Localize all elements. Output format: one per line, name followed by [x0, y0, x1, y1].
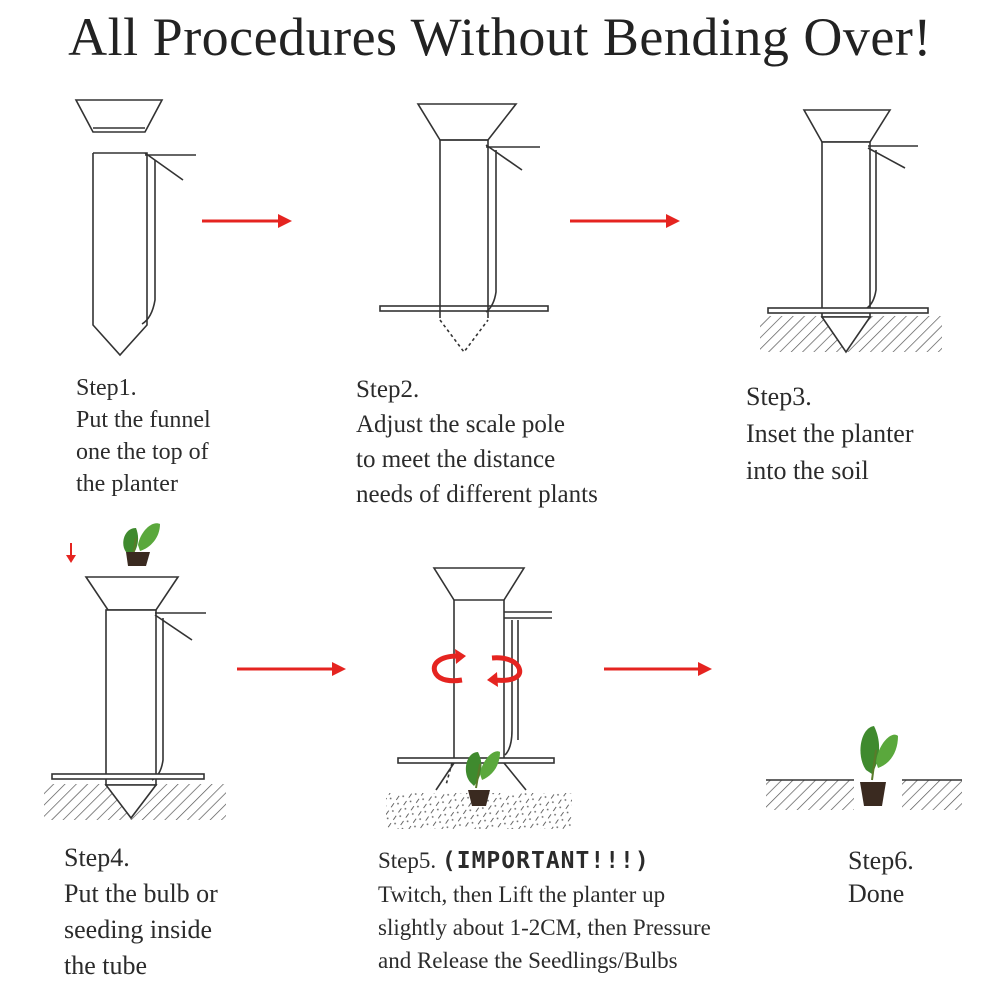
step4-text: Step4. Put the bulb or seeding inside th…	[64, 840, 218, 984]
seedling-icon	[123, 523, 160, 566]
step-line: seeding inside	[64, 915, 213, 944]
step3-text: Step3. Inset the planter into the soil	[746, 378, 914, 489]
step-heading: Step2.	[356, 376, 420, 403]
step-heading: Step6.	[848, 846, 914, 875]
arrow-down-icon	[66, 543, 76, 563]
arrow-right-icon	[570, 214, 680, 228]
soil-icon	[766, 779, 962, 810]
step-heading-row: Step5. (IMPORTANT!!!)	[378, 844, 711, 878]
arrow-right-icon	[604, 662, 712, 676]
step5-illustration	[386, 567, 572, 829]
important-note: (IMPORTANT!!!)	[441, 848, 650, 874]
step-line: to meet the distance	[356, 446, 556, 473]
step-line: Done	[848, 879, 905, 908]
funnel-icon	[432, 567, 526, 601]
step6-text: Step6. Done	[848, 844, 914, 910]
seedling-icon	[465, 751, 500, 806]
step5-text: Step5. (IMPORTANT!!!) Twitch, then Lift …	[378, 844, 711, 977]
step1-text: Step1. Put the funnel one the top of the…	[76, 372, 211, 500]
step3-illustration	[760, 109, 942, 354]
planter-icon	[92, 152, 196, 357]
step-line: Put the funnel	[76, 407, 211, 433]
rotate-icon	[431, 649, 523, 687]
funnel-icon	[416, 103, 518, 141]
funnel-icon	[74, 99, 164, 133]
arrow-right-icon	[237, 662, 346, 676]
funnel-icon	[84, 576, 180, 611]
planter-icon	[767, 141, 929, 354]
step-line: the planter	[76, 471, 178, 497]
planter-icon	[379, 139, 549, 354]
planter-icon	[51, 609, 206, 820]
step-heading: Step1.	[76, 375, 137, 401]
step-line: needs of different plants	[356, 481, 598, 508]
step-line: into the soil	[746, 456, 869, 485]
step6-illustration	[766, 726, 962, 810]
step-line: Adjust the scale pole	[356, 411, 565, 438]
step4-illustration	[44, 523, 226, 820]
step-line: and Release the Seedlings/Bulbs	[378, 948, 678, 973]
step1-illustration	[74, 99, 196, 357]
arrow-right-icon	[202, 214, 292, 228]
step-heading: Step4.	[64, 843, 130, 872]
seedling-icon	[860, 726, 898, 806]
step-line: one the top of	[76, 439, 209, 465]
step-line: the tube	[64, 951, 148, 980]
step2-illustration	[379, 103, 549, 354]
step-heading: Step3.	[746, 382, 812, 411]
funnel-icon	[802, 109, 892, 143]
step-line: Put the bulb or	[64, 879, 218, 908]
step-line: Inset the planter	[746, 419, 914, 448]
step-line: slightly about 1-2CM, then Pressure	[378, 915, 711, 940]
step-heading: Step5.	[378, 848, 437, 873]
step2-text: Step2. Adjust the scale pole to meet the…	[356, 372, 598, 512]
page-title: All Procedures Without Bending Over!	[68, 7, 932, 67]
step-line: Twitch, then Lift the planter up	[378, 882, 666, 907]
